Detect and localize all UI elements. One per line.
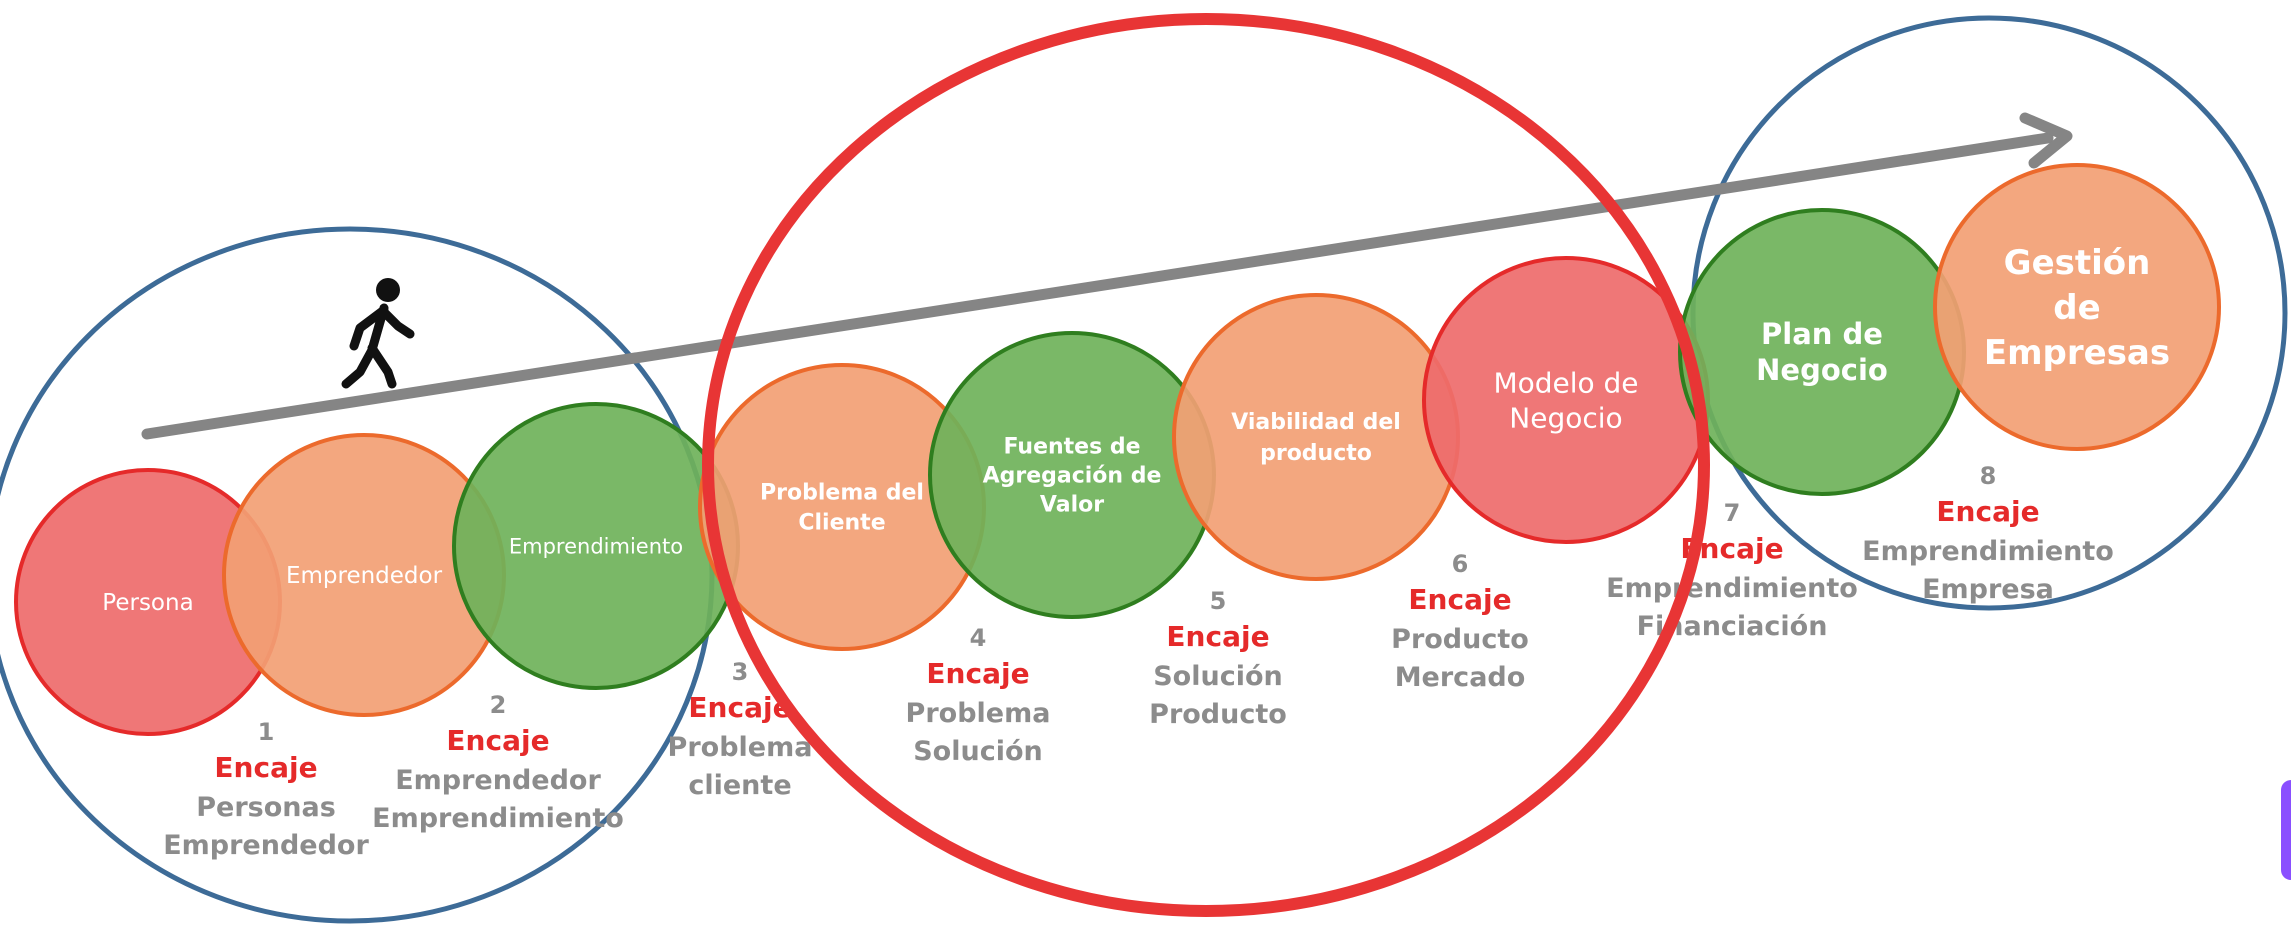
- fit-encaje-label: Encaje: [1936, 495, 2039, 528]
- fit-description-line: Emprendimiento: [372, 803, 624, 834]
- fit-description-line: Personas: [196, 792, 336, 823]
- fit-number: 7: [1724, 499, 1741, 527]
- stage-label: Emprendedor: [286, 563, 443, 589]
- fit-description-line: Emprendimiento: [1862, 536, 2114, 567]
- fit-encaje-label: Encaje: [446, 724, 549, 757]
- fit-number: 4: [970, 624, 987, 652]
- stage-label: Emprendimiento: [509, 534, 683, 558]
- fit-description-line: Emprendedor: [395, 765, 601, 796]
- fit-description-line: Problema: [906, 698, 1051, 729]
- stage-circle: [1172, 293, 1460, 581]
- fit-description-line: Mercado: [1395, 662, 1526, 693]
- stage-label: Persona: [102, 590, 193, 616]
- walking-person-icon: [341, 278, 415, 389]
- group-circle-center: [702, 13, 1710, 917]
- fit-number: 6: [1452, 550, 1469, 578]
- fit-description-line: Emprendimiento: [1606, 573, 1858, 604]
- fit-description-line: cliente: [688, 770, 791, 801]
- stage-3: Emprendimiento: [452, 402, 740, 690]
- fit-description-line: Solución: [913, 736, 1043, 767]
- fit-encaje-label: Encaje: [1408, 583, 1511, 616]
- corner-tab: [2281, 780, 2291, 880]
- fit-number: 5: [1210, 587, 1227, 615]
- progress-arrow-head: [2019, 112, 2073, 169]
- fit-number: 2: [490, 691, 507, 719]
- fit-number: 3: [732, 658, 749, 686]
- fit-encaje-label: Encaje: [214, 751, 317, 784]
- fit-encaje-label: Encaje: [926, 657, 1029, 690]
- fit-encaje-label: Encaje: [1166, 620, 1269, 653]
- fit-description-line: Solución: [1153, 661, 1283, 692]
- fit-description-line: Emprendedor: [163, 830, 369, 861]
- progress-arrow-shaft: [141, 132, 2054, 440]
- fit-description-line: Producto: [1149, 699, 1287, 730]
- fit-number: 1: [258, 718, 275, 746]
- fit-description-line: Producto: [1391, 624, 1529, 655]
- fit-description-line: Empresa: [1922, 574, 2054, 605]
- fit-description-line: Problema: [668, 732, 813, 763]
- stage-circle: [1933, 163, 2221, 451]
- fit-number: 8: [1980, 462, 1997, 490]
- stage-circle: [1678, 208, 1966, 496]
